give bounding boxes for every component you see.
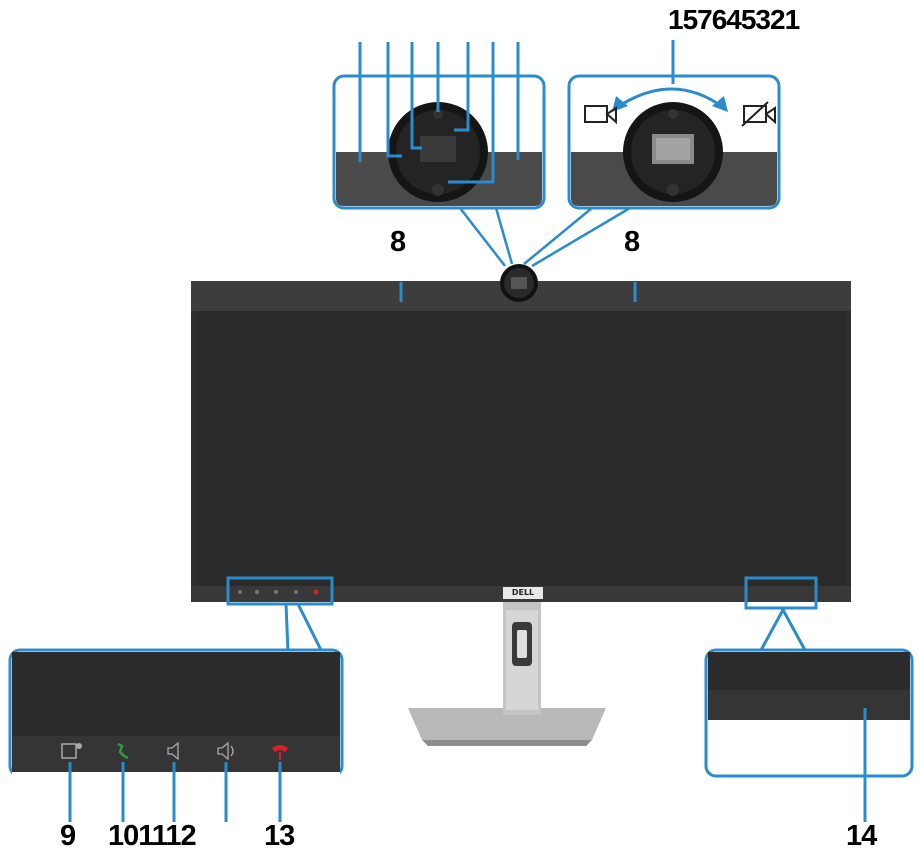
label-13: 13 (264, 820, 295, 852)
hang-up-icon (272, 745, 288, 760)
webcam-zoom-left (332, 42, 546, 210)
webcam (500, 264, 538, 302)
monitor-stand (408, 600, 606, 746)
label-14: 14 (846, 820, 877, 852)
volume-down-icon (167, 741, 179, 761)
call-icon (117, 742, 129, 760)
button-zoom-left (8, 603, 344, 822)
microsoft-teams-icon (61, 743, 82, 759)
status-zoom-right (704, 607, 914, 822)
camera-off-icon (741, 101, 776, 127)
webcam-zoom-right (567, 40, 781, 210)
label-9: 9 (60, 820, 76, 852)
monitor (191, 281, 851, 602)
label-8-left: 8 (390, 226, 406, 258)
camera-on-icon (584, 105, 617, 125)
volume-up-icon (217, 741, 234, 761)
label-101112: 101112 (108, 820, 197, 852)
label-8-right: 8 (624, 226, 640, 258)
dell-logo: DELL (511, 588, 535, 597)
dell-logo-plate (503, 587, 543, 599)
label-top-right: 157645321 (668, 4, 800, 35)
